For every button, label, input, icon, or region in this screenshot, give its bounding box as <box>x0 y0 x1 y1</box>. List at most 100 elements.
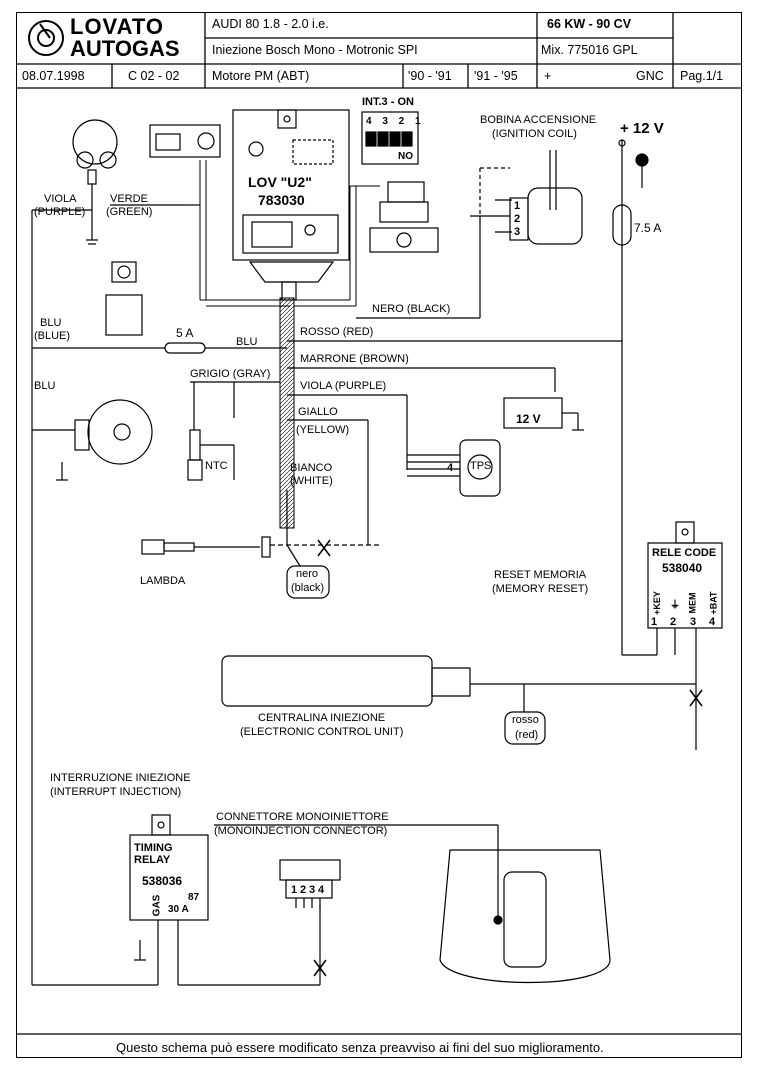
grounds <box>56 462 146 961</box>
engine-code: Motore PM (ABT) <box>212 69 310 83</box>
fuse-5a: 5 A <box>176 326 194 340</box>
ecu-box <box>232 109 350 301</box>
wire-marrone: MARRONE (BROWN) <box>300 353 409 365</box>
drawing-code: C 02 - 02 <box>128 69 180 83</box>
tps-label: TPS <box>470 460 492 472</box>
ntc-sensor <box>187 429 235 481</box>
rele-pin-1: 1 <box>651 616 658 628</box>
mono-pin-2: 2 <box>300 884 307 896</box>
footer-note: Questo schema può essere modificato senz… <box>116 1040 604 1055</box>
wire-viola-purple: VIOLA (PURPLE) <box>300 380 387 392</box>
mono-pin-4: 4 <box>318 884 325 896</box>
years-1: '90 - '91 <box>408 69 452 83</box>
switch-no: NO <box>398 151 413 162</box>
date: 08.07.1998 <box>22 69 85 83</box>
reset-label: RESET MEMORIA <box>494 569 587 581</box>
mono-pin-1: 1 <box>291 884 298 896</box>
coil-pin-1: 1 <box>514 200 521 212</box>
ignition-coil <box>509 150 583 245</box>
coil-pin-2: 2 <box>514 213 521 225</box>
interrupt-label-en: (INTERRUPT INJECTION) <box>50 786 182 798</box>
logo-mark <box>28 20 64 56</box>
timing-30a: 30 A <box>168 904 189 915</box>
car-model: AUDI 80 1.8 - 2.0 i.e. <box>212 17 329 31</box>
timing-1: TIMING <box>134 842 173 854</box>
wire-yellow: (YELLOW) <box>296 424 350 436</box>
ecu-label-en: (ELECTRONIC CONTROL UNIT) <box>240 726 404 738</box>
reset-label-en: (MEMORY RESET) <box>492 583 589 595</box>
wires <box>31 140 697 986</box>
rele-pin-key: +KEY <box>651 591 662 615</box>
note-nero: nero <box>296 568 319 580</box>
wire-blu-3: BLU <box>34 380 56 392</box>
switch-numbers: 4 3 2 1 <box>366 116 425 127</box>
ecu-code: 783030 <box>258 192 305 208</box>
note-black: (black) <box>291 582 325 594</box>
coil-subtitle: (IGNITION COIL) <box>492 128 577 140</box>
gas-switch <box>149 124 221 158</box>
mono-pin-3: 3 <box>309 884 316 896</box>
mono-connector <box>279 859 341 908</box>
wire-blu: BLU <box>40 317 62 329</box>
mono-label-en: (MONOINJECTION CONNECTOR) <box>214 825 388 837</box>
logo-bottom: AUTOGAS <box>70 36 180 61</box>
callouts <box>286 544 546 745</box>
timing-code: 538036 <box>142 874 183 888</box>
rele-code-box <box>647 521 723 629</box>
rele-pin-3: 3 <box>690 616 697 628</box>
rele-pin-2: 2 <box>670 616 677 628</box>
wire-nero-black: NERO (BLACK) <box>372 303 451 315</box>
page-number: Pag.1/1 <box>680 69 724 83</box>
ecu-name: LOV "U2" <box>248 174 312 190</box>
lambda-probe <box>141 536 271 558</box>
dip-switch <box>361 111 419 165</box>
timing-relay-box <box>129 814 209 921</box>
tps-pins: 4 <box>447 462 454 474</box>
timing-87: 87 <box>188 892 200 903</box>
supply-12v: + 12 V <box>620 120 664 137</box>
injection-type: Iniezione Bosch Mono - Motronic SPI <box>212 43 418 57</box>
harness <box>199 160 380 529</box>
note-red: (red) <box>515 729 539 741</box>
note-rosso: rosso <box>512 714 539 726</box>
wire-giallo: GIALLO <box>298 406 338 418</box>
wire-bianco: BIANCO <box>290 462 333 474</box>
distributor <box>72 119 118 245</box>
wire-verde: VERDE <box>110 193 148 205</box>
petrol-valve <box>369 181 439 253</box>
wire-viola: VIOLA <box>44 193 77 205</box>
coil-pin-3: 3 <box>514 226 521 238</box>
wire-blu-2: BLU <box>236 336 258 348</box>
header-grid <box>16 12 742 1035</box>
plus-sign: + <box>544 69 552 83</box>
ecu-label: CENTRALINA INIEZIONE <box>258 712 386 724</box>
wire-rosso-red: ROSSO (RED) <box>300 326 374 338</box>
wire-white: (WHITE) <box>290 475 333 487</box>
rele-pin-4: 4 <box>709 616 716 628</box>
rele-pin-bat: +BAT <box>708 591 719 615</box>
interrupt-label: INTERRUZIONE INIEZIONE <box>50 772 191 784</box>
cut-symbols <box>313 539 703 977</box>
throttle-body <box>439 849 611 984</box>
rele-pin-gnd: ⏚ <box>670 600 680 611</box>
battery-label: 12 V <box>516 412 541 426</box>
timing-2: RELAY <box>134 854 171 866</box>
wire-grigio: GRIGIO (GRAY) <box>190 368 271 380</box>
fuse-7-5a: 7.5 A <box>634 221 662 235</box>
mono-label: CONNETTORE MONOINIETTORE <box>216 811 389 823</box>
diagram-frame <box>16 12 742 1058</box>
years-2: '91 - '95 <box>474 69 518 83</box>
lambda-label: LAMBDA <box>140 575 186 587</box>
tps-sensor <box>407 439 501 497</box>
wire-green: (GREEN) <box>106 206 153 218</box>
power-rating: 66 KW - 90 CV <box>547 17 632 31</box>
int-label: INT.3 - ON <box>362 96 414 108</box>
ntc-label: NTC <box>205 460 228 472</box>
rele-code: 538040 <box>662 561 703 575</box>
injection-ecu <box>221 655 471 707</box>
key-switch <box>618 139 649 188</box>
rele-pin-mem: MEM <box>687 592 698 614</box>
wire-blue: (BLUE) <box>34 330 71 342</box>
timing-gas: GAS <box>151 894 163 917</box>
